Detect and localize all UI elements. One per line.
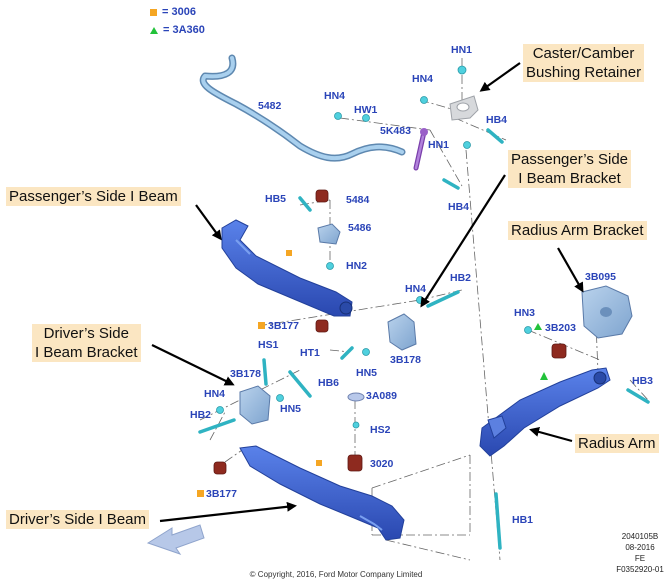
orange-square-icon bbox=[150, 8, 157, 16]
callout-radius-arm: Radius Arm bbox=[575, 434, 659, 453]
driver-side-i-beam-bracket bbox=[239, 385, 271, 425]
part-code: HN4 bbox=[324, 90, 346, 102]
callout-passenger-side-i-beam: Passenger’s Side I Beam bbox=[6, 187, 181, 206]
part-code: HN4 bbox=[412, 73, 434, 85]
part-code: HB2 bbox=[450, 272, 472, 284]
part-code: HB1 bbox=[512, 514, 534, 526]
callout-line: I Beam Bracket bbox=[518, 170, 621, 187]
part-code: HS1 bbox=[258, 339, 279, 351]
callout-caster-camber-bushing-retainer: Caster/Camber Bushing Retainer bbox=[523, 44, 645, 82]
part-markers bbox=[286, 250, 548, 466]
part-code: 5484 bbox=[346, 194, 370, 206]
part-code: HB5 bbox=[265, 193, 287, 205]
part-code: HN1 bbox=[428, 139, 450, 151]
part-code: 5K483 bbox=[380, 125, 411, 137]
legend-item-3006: = 3006 bbox=[150, 6, 196, 18]
driver-side-i-beam bbox=[239, 445, 405, 541]
legend-label: = 3006 bbox=[162, 6, 196, 18]
callout-line: Driver’s Side bbox=[43, 325, 129, 342]
part-code: HN4 bbox=[405, 283, 427, 295]
part-code: HN3 bbox=[514, 307, 536, 319]
callout-passenger-side-i-beam-bracket: Passenger’s Side I Beam Bracket bbox=[508, 150, 632, 188]
part-code: 3B177 bbox=[268, 320, 299, 332]
part-code: HN5 bbox=[356, 367, 378, 379]
caster-camber-bushing-retainer bbox=[449, 95, 479, 121]
part-code: 5482 bbox=[258, 100, 282, 112]
callout-line: Bushing Retainer bbox=[526, 64, 642, 81]
part-code: 3B178 bbox=[230, 368, 261, 380]
green-triangle-icon bbox=[534, 323, 542, 330]
figure-number: F0352920-01 bbox=[616, 565, 664, 574]
passenger-side-i-beam bbox=[221, 219, 353, 317]
figure-code: FE bbox=[634, 554, 646, 563]
part-code: 3B095 bbox=[585, 271, 616, 283]
part-code: HN5 bbox=[280, 403, 302, 415]
legend-item-3a360: = 3A360 bbox=[150, 24, 205, 36]
part-code: HW1 bbox=[354, 104, 378, 116]
part-code: HN1 bbox=[451, 44, 473, 56]
spring-isolator bbox=[347, 392, 365, 402]
callout-line: I Beam Bracket bbox=[35, 344, 138, 361]
part-code: 3B177 bbox=[206, 488, 237, 500]
figure-date: 08-2016 bbox=[625, 543, 655, 552]
figure-meta: 2040105B 08-2016 FE F0352920-01 bbox=[612, 531, 668, 575]
callout-line: Driver’s Side I Beam bbox=[9, 511, 146, 528]
part-code: 3B178 bbox=[390, 354, 421, 366]
callout-line: Caster/Camber bbox=[532, 45, 635, 62]
part-code: 3B203 bbox=[545, 322, 576, 334]
callout-line: Radius Arm Bracket bbox=[511, 222, 644, 239]
front-direction-arrow-icon bbox=[146, 524, 205, 555]
callout-driver-side-i-beam-bracket: Driver’s Side I Beam Bracket bbox=[32, 324, 141, 362]
copyright-notice: © Copyright, 2016, Ford Motor Company Li… bbox=[249, 570, 423, 579]
part-code: 3020 bbox=[370, 458, 394, 470]
radius-arm-bracket bbox=[581, 285, 633, 339]
callout-arrows bbox=[151, 62, 584, 523]
radius-arm bbox=[479, 367, 611, 457]
bolts bbox=[198, 128, 650, 550]
part-code: HN2 bbox=[346, 260, 368, 272]
part-code: HB4 bbox=[486, 114, 508, 126]
orange-square-icon bbox=[197, 490, 204, 497]
stabilizer-link bbox=[413, 128, 428, 171]
callout-line: Radius Arm bbox=[578, 435, 656, 452]
callout-radius-arm-bracket: Radius Arm Bracket bbox=[508, 221, 647, 240]
part-code: HS2 bbox=[370, 424, 391, 436]
callout-driver-side-i-beam: Driver’s Side I Beam bbox=[6, 510, 149, 529]
orange-square-icon bbox=[258, 322, 265, 329]
part-code: HB4 bbox=[448, 201, 470, 213]
part-code: 5486 bbox=[348, 222, 372, 234]
part-code: 3A089 bbox=[366, 390, 397, 402]
green-triangle-icon bbox=[150, 26, 158, 34]
part-code: HN4 bbox=[204, 388, 226, 400]
callout-line: Passenger’s Side bbox=[511, 151, 629, 168]
part-code: HB3 bbox=[632, 375, 654, 387]
stabilizer-bar bbox=[199, 54, 406, 162]
figure-id: 2040105B bbox=[621, 532, 659, 541]
bushings bbox=[213, 189, 567, 475]
part-code: HT1 bbox=[300, 347, 320, 359]
passenger-side-i-beam-bracket bbox=[387, 313, 417, 351]
part-code: HB6 bbox=[318, 377, 340, 389]
spring-seat-bracket bbox=[317, 223, 341, 245]
part-code: HB2 bbox=[190, 409, 212, 421]
nuts bbox=[216, 65, 532, 429]
legend-label: = 3A360 bbox=[163, 24, 205, 36]
callout-line: Passenger’s Side I Beam bbox=[9, 188, 178, 205]
